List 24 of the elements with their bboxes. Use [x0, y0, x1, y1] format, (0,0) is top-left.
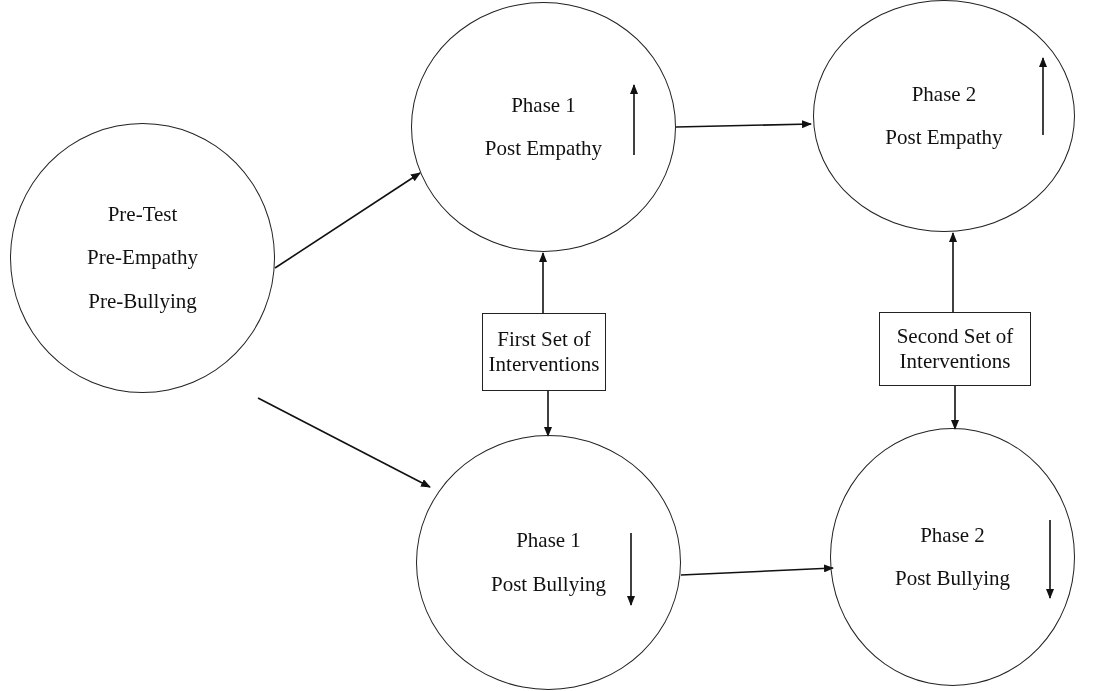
arrow	[539, 252, 547, 314]
phase-circle	[416, 435, 681, 690]
node-label: First Set of Interventions	[488, 326, 600, 378]
node-label: Post Empathy	[885, 125, 1003, 151]
arrow	[675, 120, 812, 129]
arrow	[257, 397, 431, 488]
node-label: Pre-Test	[107, 202, 178, 228]
intervention-box	[482, 313, 606, 391]
node-label: Post Bullying	[895, 566, 1010, 592]
node-label: Phase 1	[511, 92, 576, 118]
node-label: Post Empathy	[484, 136, 603, 162]
node-label: Post Bullying	[491, 571, 606, 597]
arrow	[680, 564, 834, 576]
arrow	[949, 232, 957, 313]
node-label: Phase 2	[920, 522, 985, 548]
node-label: Pre-Bullying	[88, 288, 197, 314]
node-label: Second Set of Interventions	[895, 323, 1015, 375]
arrow	[951, 385, 959, 430]
arrow	[274, 172, 421, 269]
arrow	[544, 390, 552, 437]
node-label: Pre-Empathy	[87, 245, 198, 271]
intervention-box	[879, 312, 1031, 386]
node-label: Phase 2	[911, 81, 977, 107]
node-label: Phase 1	[516, 528, 581, 554]
